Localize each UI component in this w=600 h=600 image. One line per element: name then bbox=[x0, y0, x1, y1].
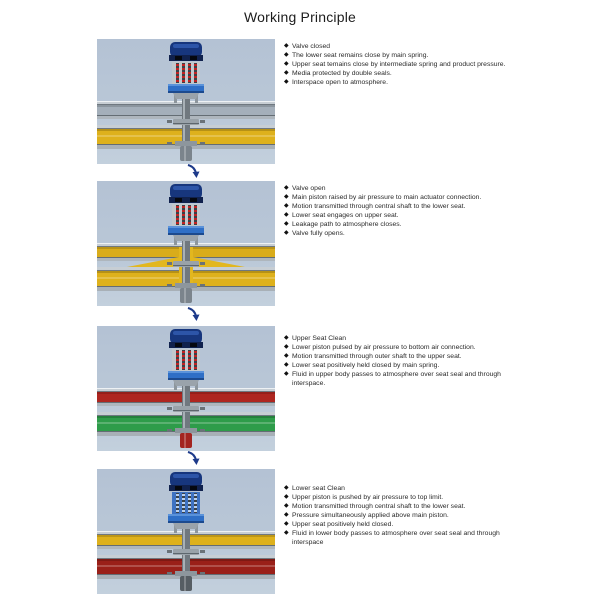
bullet-text: Lower seat engages on upper seat. bbox=[292, 212, 399, 219]
page-title: Working Principle bbox=[243, 9, 357, 25]
bottom-outlet bbox=[180, 146, 192, 161]
diamond-bullet-icon: ◆ bbox=[284, 230, 289, 236]
bullet-text: Lower seat positively held closed by mai… bbox=[292, 362, 440, 369]
bullet-text: Upper Seat Clean bbox=[292, 335, 347, 342]
bullet-text: Upper seat positively held closed. bbox=[292, 521, 394, 528]
diamond-bullet-icon: ◆ bbox=[284, 371, 289, 377]
notes-stage-3: ◆Upper Seat Clean ◆Lower piston pulsed b… bbox=[284, 334, 522, 388]
valve-illustration-stage-1 bbox=[97, 39, 275, 164]
bullet-item: ◆Fluid in lower body passes to atmospher… bbox=[284, 529, 522, 547]
flow-arrow-2 bbox=[187, 307, 200, 321]
bullet-item: ◆Valve open bbox=[284, 184, 522, 193]
bullet-item: ◆Upper seat temains close by intermediat… bbox=[284, 60, 522, 69]
bullet-text: Interspace open to atmosphere. bbox=[292, 79, 388, 86]
diamond-bullet-icon: ◆ bbox=[284, 353, 289, 359]
bullet-text: Upper piston is pushed by air pressure t… bbox=[292, 494, 444, 501]
notes-stage-4: ◆Lower seat Clean ◆Upper piston is pushe… bbox=[284, 484, 522, 547]
bullet-text: Motion transmitted through central shaft… bbox=[292, 503, 466, 510]
actuator bbox=[168, 472, 204, 533]
bullet-text: Leakage path to atmosphere closes. bbox=[292, 221, 402, 228]
bullet-item: ◆Lower seat engages on upper seat. bbox=[284, 211, 522, 220]
bullet-text: Fluid in lower body passes to atmosphere… bbox=[292, 530, 500, 546]
diamond-bullet-icon: ◆ bbox=[284, 70, 289, 76]
valve-stem bbox=[167, 527, 205, 579]
bullet-text: Motion transmitted through central shaft… bbox=[292, 203, 466, 210]
bullet-item: ◆Motion transmitted through central shaf… bbox=[284, 502, 522, 511]
bottom-outlet bbox=[180, 288, 192, 303]
bullet-item: ◆Interspace open to atmosphere. bbox=[284, 78, 522, 87]
bullet-text: Lower piston pulsed by air pressure to b… bbox=[292, 344, 476, 351]
valve-stem bbox=[167, 239, 205, 291]
bullet-text: Lower seat Clean bbox=[292, 485, 345, 492]
bullet-text: Upper seat temains close by intermediate… bbox=[292, 61, 506, 68]
diamond-bullet-icon: ◆ bbox=[284, 212, 289, 218]
diamond-bullet-icon: ◆ bbox=[284, 494, 289, 500]
valve-stem bbox=[167, 97, 205, 149]
bullet-item: ◆Motion transmitted through central shaf… bbox=[284, 202, 522, 211]
diamond-bullet-icon: ◆ bbox=[284, 221, 289, 227]
bullet-text: Fluid in upper body passes to atmosphere… bbox=[292, 371, 501, 387]
bullet-item: ◆Lower piston pulsed by air pressure to … bbox=[284, 343, 522, 352]
bullet-list: ◆Valve closed ◆The lower seat remains cl… bbox=[284, 42, 522, 87]
bullet-item: ◆Leakage path to atmosphere closes. bbox=[284, 220, 522, 229]
notes-stage-1: ◆Valve closed ◆The lower seat remains cl… bbox=[284, 42, 522, 87]
diamond-bullet-icon: ◆ bbox=[284, 512, 289, 518]
diamond-bullet-icon: ◆ bbox=[284, 521, 289, 527]
diamond-bullet-icon: ◆ bbox=[284, 194, 289, 200]
bullet-item: ◆Pressure simultaneously applied above m… bbox=[284, 511, 522, 520]
actuator bbox=[168, 42, 204, 103]
diamond-bullet-icon: ◆ bbox=[284, 335, 289, 341]
bullet-list: ◆Lower seat Clean ◆Upper piston is pushe… bbox=[284, 484, 522, 547]
diamond-bullet-icon: ◆ bbox=[284, 79, 289, 85]
bullet-item: ◆Media protected by double seals. bbox=[284, 69, 522, 78]
bullet-item: ◆Lower seat positively held closed by ma… bbox=[284, 361, 522, 370]
bullet-text: Valve closed bbox=[292, 43, 331, 50]
actuator bbox=[168, 329, 204, 390]
actuator bbox=[168, 184, 204, 245]
notes-stage-2: ◆Valve open ◆Main piston raised by air p… bbox=[284, 184, 522, 238]
bottom-outlet bbox=[180, 433, 192, 448]
valve-stem bbox=[167, 384, 205, 436]
bullet-item: ◆Upper seat positively held closed. bbox=[284, 520, 522, 529]
bullet-item: ◆Valve closed bbox=[284, 42, 522, 51]
diamond-bullet-icon: ◆ bbox=[284, 185, 289, 191]
bullet-list: ◆Valve open ◆Main piston raised by air p… bbox=[284, 184, 522, 238]
valve-drawing bbox=[97, 329, 275, 448]
flow-arrow-1 bbox=[187, 164, 200, 178]
bullet-item: ◆The lower seat remains close by main sp… bbox=[284, 51, 522, 60]
bullet-text: Valve fully opens. bbox=[292, 230, 345, 237]
bullet-item: ◆Valve fully opens. bbox=[284, 229, 522, 238]
diamond-bullet-icon: ◆ bbox=[284, 344, 289, 350]
bullet-text: The lower seat remains close by main spr… bbox=[292, 52, 429, 59]
valve-illustration-stage-4 bbox=[97, 469, 275, 594]
flow-arrow-3 bbox=[187, 451, 200, 465]
bullet-item: ◆Fluid in upper body passes to atmospher… bbox=[284, 370, 522, 388]
bottom-outlet bbox=[180, 576, 192, 591]
bullet-item: ◆Motion transmitted through outer shaft … bbox=[284, 352, 522, 361]
bullet-item: ◆Upper piston is pushed by air pressure … bbox=[284, 493, 522, 502]
diamond-bullet-icon: ◆ bbox=[284, 503, 289, 509]
diamond-bullet-icon: ◆ bbox=[284, 530, 289, 536]
valve-illustration-stage-2 bbox=[97, 181, 275, 306]
valve-illustration-stage-3 bbox=[97, 326, 275, 451]
bullet-text: Valve open bbox=[292, 185, 326, 192]
bullet-text: Pressure simultaneously applied above ma… bbox=[292, 512, 449, 519]
diamond-bullet-icon: ◆ bbox=[284, 203, 289, 209]
diamond-bullet-icon: ◆ bbox=[284, 485, 289, 491]
diamond-bullet-icon: ◆ bbox=[284, 52, 289, 58]
diamond-bullet-icon: ◆ bbox=[284, 43, 289, 49]
valve-drawing bbox=[97, 184, 275, 303]
diamond-bullet-icon: ◆ bbox=[284, 362, 289, 368]
bullet-text: Motion transmitted through outer shaft t… bbox=[292, 353, 462, 360]
bullet-text: Media protected by double seals. bbox=[292, 70, 392, 77]
bullet-text: Main piston raised by air pressure to ma… bbox=[292, 194, 482, 201]
bullet-item: ◆Main piston raised by air pressure to m… bbox=[284, 193, 522, 202]
bullet-item: ◆Lower seat Clean bbox=[284, 484, 522, 493]
bullet-item: ◆Upper Seat Clean bbox=[284, 334, 522, 343]
valve-drawing bbox=[97, 472, 275, 591]
valve-drawing bbox=[97, 42, 275, 161]
bullet-list: ◆Upper Seat Clean ◆Lower piston pulsed b… bbox=[284, 334, 522, 388]
diamond-bullet-icon: ◆ bbox=[284, 61, 289, 67]
